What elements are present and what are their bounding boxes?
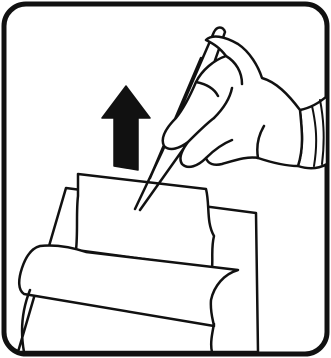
instruction-illustration [0, 0, 331, 358]
